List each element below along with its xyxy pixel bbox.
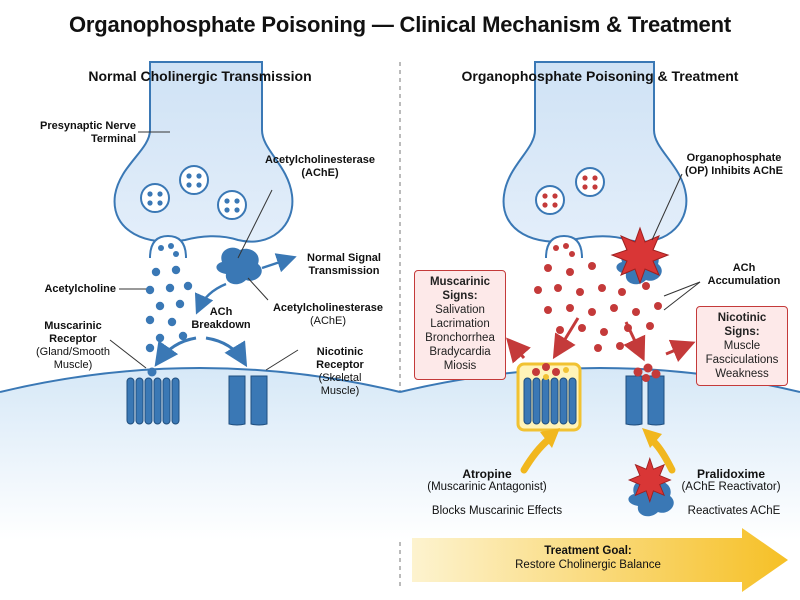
ache-bottom-abbr: (AChE)	[309, 315, 347, 327]
nicotinic-signs-heading: Nicotinic Signs:	[717, 312, 767, 338]
atropine-bound	[532, 363, 569, 380]
nicotinic-receptor-site: (Skeletal Muscle)	[318, 372, 362, 397]
acetylcholine-label: Acetylcholine	[44, 283, 116, 295]
pralidoxime-starburst	[627, 456, 672, 504]
muscarinic-sign-item: Salivation	[435, 304, 485, 316]
breakdown-arrow	[194, 282, 227, 315]
presynaptic-label: Presynaptic Nerve Terminal	[40, 120, 136, 145]
right-fusing-vesicle	[545, 234, 583, 259]
left-panel-title: Normal Cholinergic Transmission	[88, 68, 312, 84]
op-starburst	[610, 226, 670, 285]
arrow-nicotinic-box	[665, 339, 696, 362]
arrow-to-nicotinic-signs	[623, 321, 646, 362]
ache-top-label: Acetylcholinesterase (AChE)	[264, 154, 376, 179]
atropine-arrow	[520, 436, 552, 474]
treatment-goal: Treatment Goal: Restore Cholinergic Bala…	[428, 544, 748, 572]
treatment-goal-arrow	[412, 528, 788, 592]
right-vesicles	[535, 167, 605, 215]
muscarinic-sign-item: Bradycardia	[429, 346, 491, 358]
treatment-goal-heading: Treatment Goal:	[544, 545, 632, 557]
pralidoxime-arrowhead	[642, 428, 662, 448]
left-postsynaptic-cell	[0, 367, 401, 540]
arrow-to-muscarinic-signs	[552, 317, 580, 360]
pralidoxime-class: (AChE Reactivator)	[681, 481, 781, 493]
treatment-goal-text: Restore Cholinergic Balance	[515, 559, 661, 571]
muscarinic-receptor-site: (Gland/Smooth Muscle)	[36, 346, 110, 371]
arrow-to-muscarinic	[154, 336, 197, 367]
ach-accumulation-label: ACh Accumulation	[707, 262, 781, 287]
muscarinic-signs-heading: Muscarinic Signs:	[429, 276, 491, 302]
muscarinic-sign-item: Miosis	[443, 360, 477, 372]
left-vesicles	[140, 165, 247, 220]
arrow-muscarinic-box	[506, 337, 531, 364]
left-fusing-vesicle	[149, 234, 187, 259]
leader-accumulation-2	[663, 281, 701, 311]
right-nicotinic-receptor	[625, 375, 665, 426]
atropine-class: (Muscarinic Antagonist)	[427, 481, 547, 493]
muscarinic-receptor-name: Muscarinic Receptor	[44, 320, 102, 345]
atropine-label: Atropine (Muscarinic Antagonist)	[412, 468, 562, 494]
leader-nicotinic	[265, 349, 299, 371]
op-label: Organophosphate (OP) Inhibits AChE	[685, 152, 783, 177]
muscarinic-signs-box: Muscarinic Signs: Salivation Lacrimation…	[414, 270, 506, 380]
ach-breakdown-label: ACh Breakdown	[191, 306, 251, 331]
leader-accumulation-1	[663, 281, 701, 297]
muscarinic-receptor-label: Muscarinic Receptor (Gland/Smooth Muscle…	[18, 320, 128, 372]
signal-label: Normal Signal Transmission	[307, 252, 381, 277]
left-nicotinic-receptor	[228, 375, 268, 426]
pralidoxime-label: Pralidoxime (AChE Reactivator)	[670, 468, 792, 494]
leader-muscarinic	[109, 339, 147, 369]
pralidoxime-arrow	[650, 438, 676, 474]
leader-ache-bottom	[247, 277, 269, 301]
left-ach-molecules	[145, 265, 193, 353]
right-presynaptic-terminal	[502, 61, 688, 243]
pralidoxime-effect: Reactivates AChE	[687, 505, 781, 517]
atropine-effect: Blocks Muscarinic Effects	[431, 505, 563, 517]
left-muscarinic-receptor	[126, 377, 180, 425]
muscarinic-sign-item: Bronchorrhea	[425, 332, 495, 344]
pralidoxime-name: Pralidoxime	[696, 467, 766, 481]
ache-bottom-name: Acetylcholinesterase	[272, 302, 384, 314]
nicotinic-bound-ach	[633, 363, 661, 382]
nicotinic-sign-item: Fasciculations	[705, 354, 779, 366]
left-presynaptic-terminal	[113, 61, 294, 243]
right-panel-title: Organophosphate Poisoning & Treatment	[461, 68, 739, 84]
right-ach-accumulation	[534, 262, 662, 352]
page-title: Organophosphate Poisoning — Clinical Mec…	[69, 12, 731, 37]
ache-bottom-label: Acetylcholinesterase (AChE)	[258, 302, 398, 328]
atropine-arrowhead	[540, 428, 560, 448]
nicotinic-signs-box: Nicotinic Signs: Muscle Fasciculations W…	[696, 306, 788, 386]
arrow-to-nicotinic	[205, 336, 248, 368]
nicotinic-receptor-name: Nicotinic Receptor	[316, 346, 364, 371]
nicotinic-sign-item: Weakness	[715, 368, 769, 380]
signal-arrow	[261, 253, 297, 273]
leader-ache-top	[237, 189, 273, 259]
nicotinic-sign-item: Muscle	[723, 340, 761, 352]
left-ache-enzyme	[216, 247, 262, 285]
nicotinic-receptor-label: Nicotinic Receptor (Skeletal Muscle)	[292, 346, 388, 398]
atropine-name: Atropine	[462, 467, 512, 481]
left-bound-ach	[147, 367, 157, 377]
muscarinic-sign-item: Lacrimation	[430, 318, 490, 330]
leader-op	[651, 173, 683, 241]
right-muscarinic-receptor	[523, 377, 577, 425]
